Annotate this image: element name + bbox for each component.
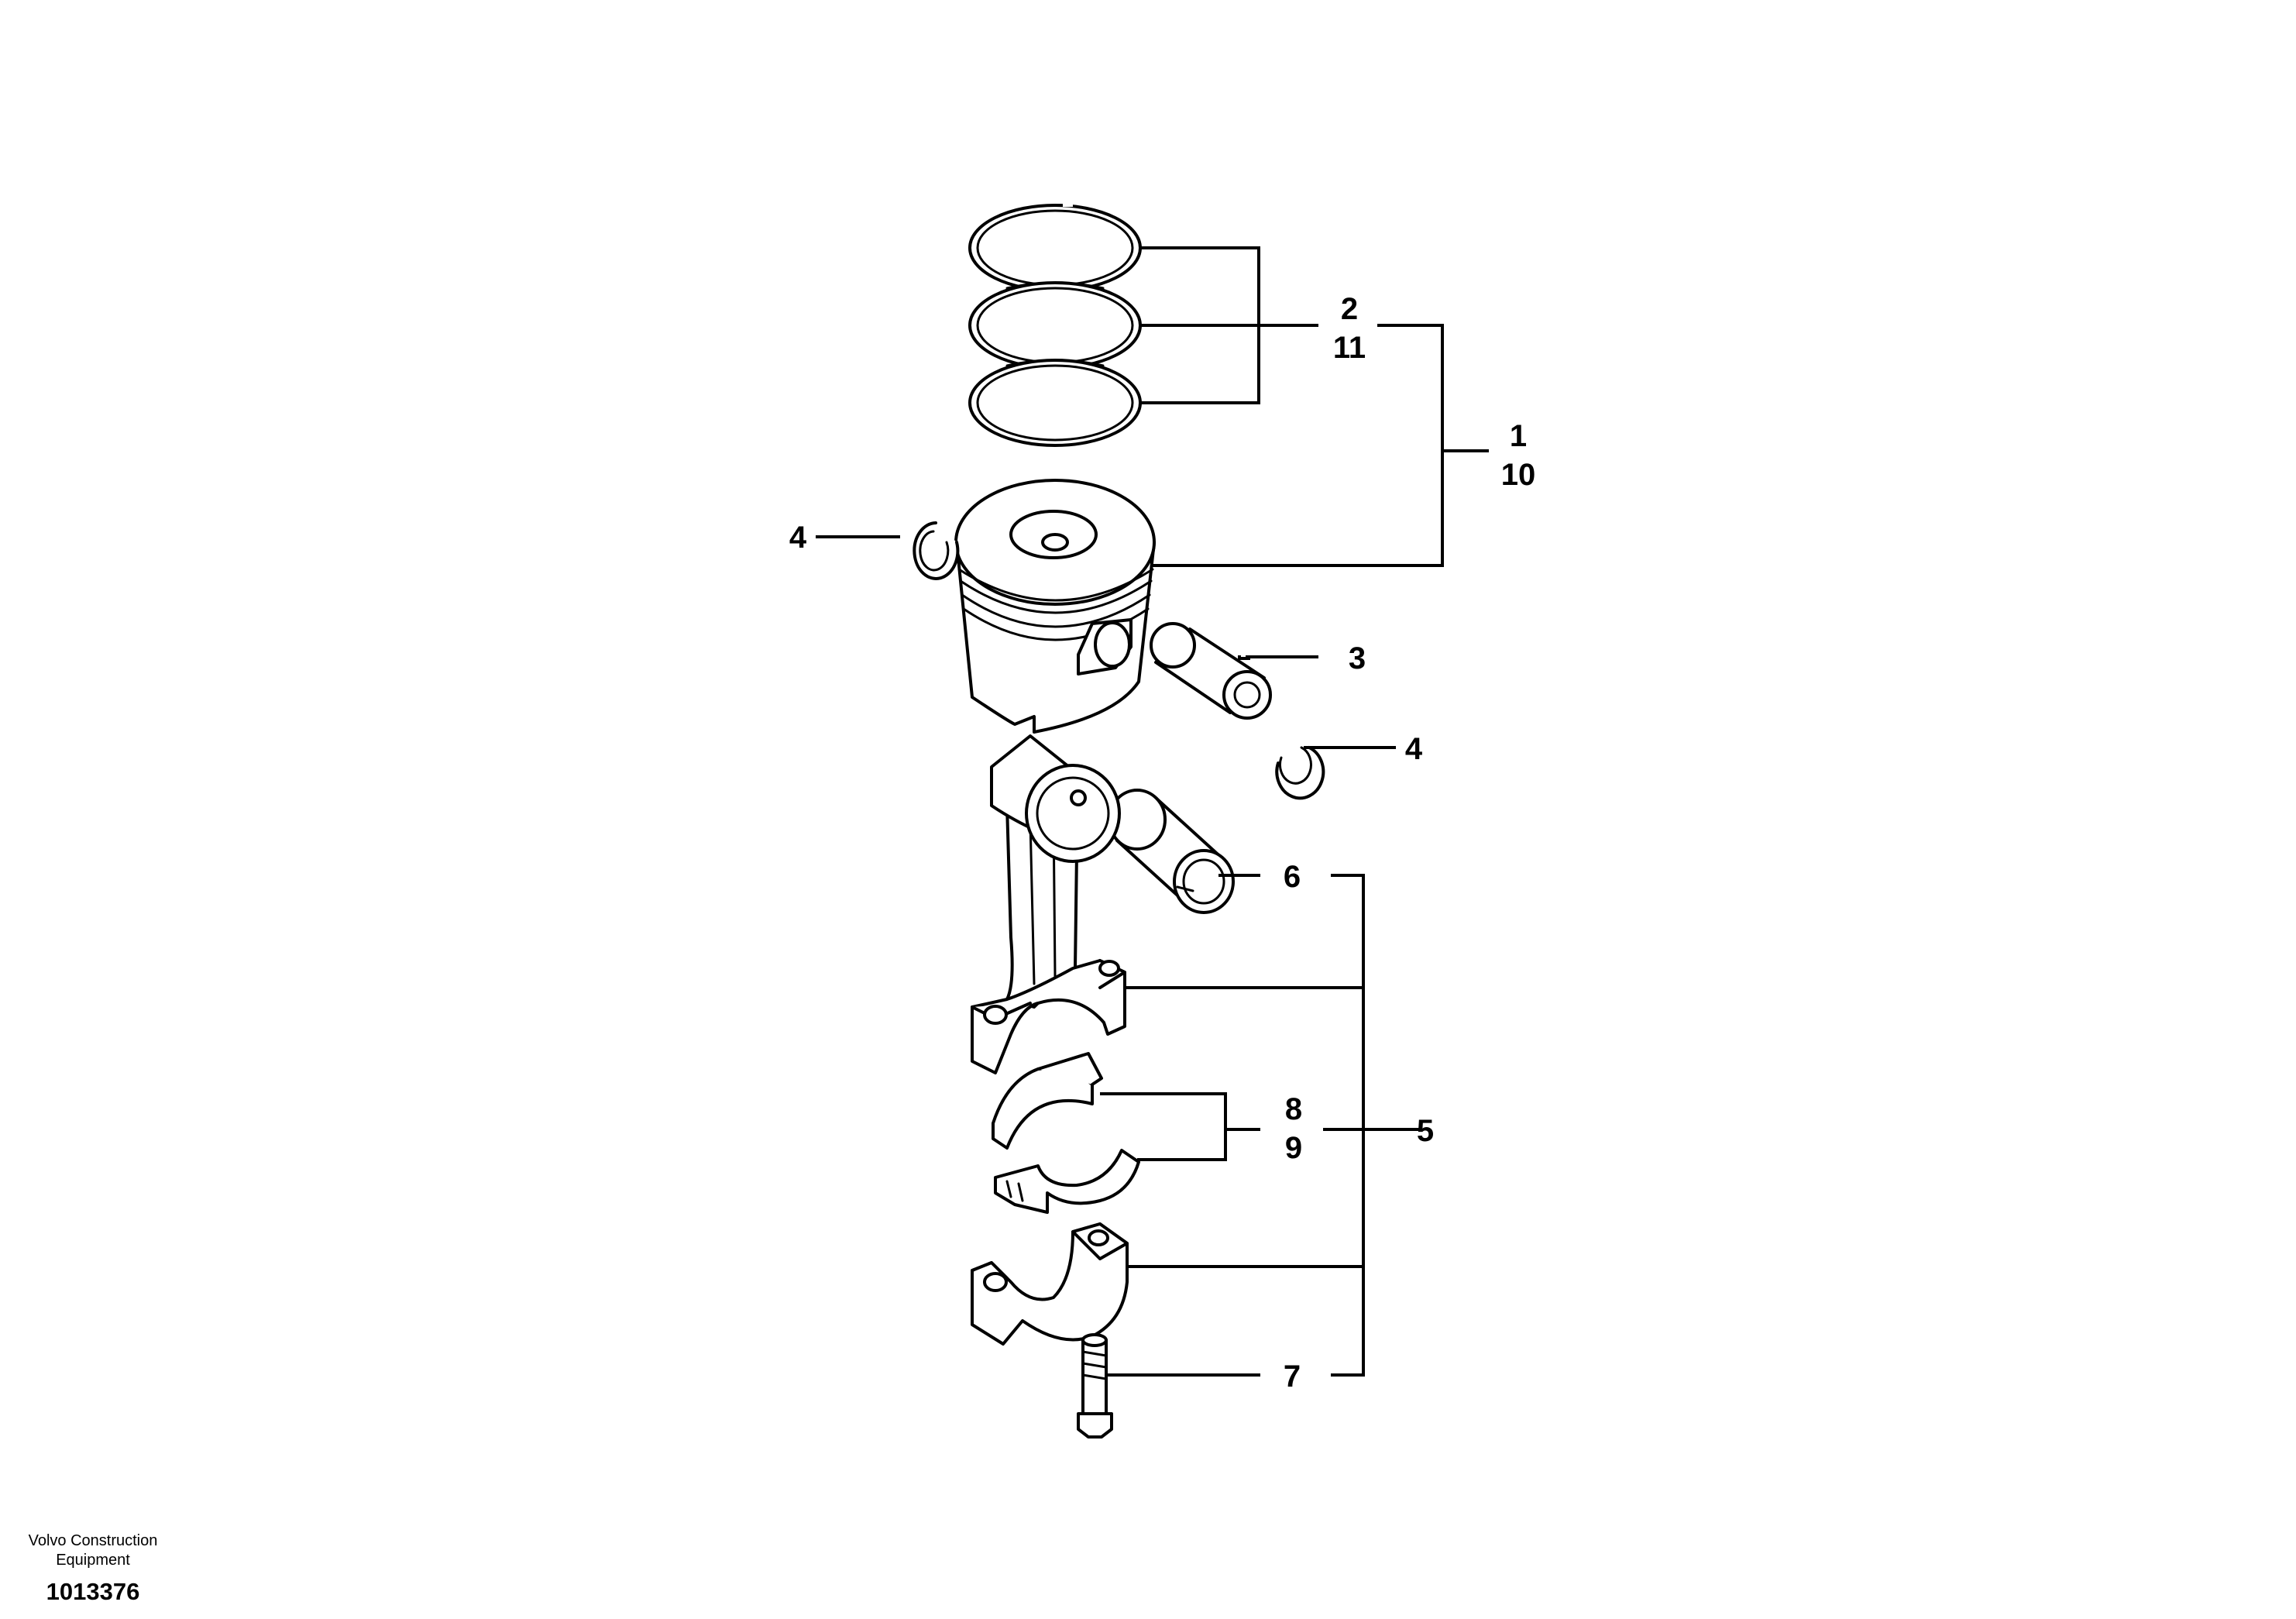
callout-2: 2	[1341, 292, 1358, 326]
connecting-rod[interactable]	[971, 734, 1126, 1074]
callout-1: 1	[1510, 419, 1527, 453]
callout-10: 10	[1501, 458, 1536, 492]
brand-line-2: Equipment	[56, 1552, 130, 1569]
piston[interactable]	[954, 479, 1156, 734]
callout-labels: 2 11 1 10 4 3 4 6 5 8 9 7	[789, 292, 1535, 1394]
callout-9: 9	[1285, 1131, 1302, 1165]
callout-4-right: 4	[1405, 732, 1423, 766]
bearing-shell-upper[interactable]	[992, 1052, 1103, 1150]
callout-6: 6	[1284, 860, 1301, 894]
leader-lines	[816, 246, 1489, 1377]
bearing-shell-lower[interactable]	[994, 1149, 1140, 1214]
callout-4-left: 4	[789, 521, 807, 555]
piston-ring-middle[interactable]	[968, 281, 1142, 370]
callout-8: 8	[1285, 1092, 1302, 1126]
piston-ring-bottom[interactable]	[968, 359, 1142, 447]
circlip-right[interactable]	[1275, 746, 1325, 800]
callout-3: 3	[1349, 641, 1366, 675]
big-end-bolt[interactable]	[1077, 1333, 1113, 1439]
big-end-cap[interactable]	[971, 1222, 1129, 1346]
callout-7: 7	[1284, 1359, 1301, 1394]
brand-line-1: Volvo Construction	[29, 1532, 158, 1549]
piston-pin[interactable]	[1150, 622, 1272, 720]
drawing-number: 1013376	[46, 1578, 140, 1605]
circlip-left[interactable]	[913, 521, 960, 580]
small-end-bushing[interactable]	[1108, 789, 1235, 914]
footer: Volvo Construction Equipment 1013376	[29, 1532, 158, 1605]
callout-11: 11	[1333, 331, 1366, 365]
piston-ring-top[interactable]	[968, 199, 1142, 292]
callout-5: 5	[1417, 1114, 1434, 1148]
